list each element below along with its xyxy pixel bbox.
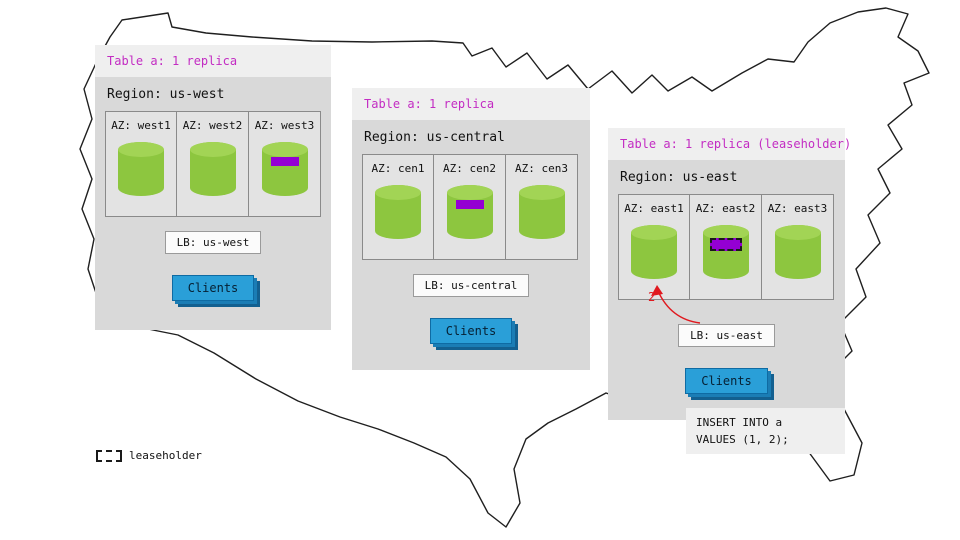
database-cylinder — [702, 225, 749, 279]
table-replica-header: Table a: 1 replica (leaseholder) — [608, 128, 851, 160]
az-box-east3: AZ: east3 — [762, 194, 834, 300]
az-box-east1: AZ: east1 — [618, 194, 690, 300]
az-label: AZ: west1 — [111, 119, 171, 132]
sql-line-2: VALUES (1, 2); — [696, 432, 789, 446]
load-balancer-us-central: LB: us-central — [412, 274, 530, 297]
legend: leaseholder — [96, 449, 202, 462]
az-box-west2: AZ: west2 — [177, 111, 249, 217]
clients-box: Clients — [685, 368, 768, 394]
load-balancer-us-west: LB: us-west — [164, 231, 262, 254]
replica-marker — [270, 157, 299, 166]
load-balancer-us-east: LB: us-east — [678, 324, 775, 347]
az-row: AZ: cen1 AZ: cen2 AZ: cen3 — [362, 154, 580, 260]
clients-box: Clients — [429, 318, 513, 344]
az-box-west1: AZ: west1 — [105, 111, 177, 217]
region-title: Region: us-east — [620, 170, 738, 185]
legend-label: leaseholder — [129, 449, 202, 462]
region-title: Region: us-west — [107, 87, 225, 102]
table-replica-header: Table a: 1 replica — [352, 88, 590, 120]
database-cylinder — [118, 142, 164, 196]
table-replica-header: Table a: 1 replica — [95, 45, 331, 77]
az-row: AZ: east1 AZ: east2 AZ: east3 — [618, 194, 835, 300]
insert-routing-arrow — [651, 285, 701, 324]
az-label: AZ: west3 — [254, 119, 315, 132]
az-label: AZ: east1 — [624, 202, 684, 215]
region-panel-us-west: Table a: 1 replica Region: us-west AZ: w… — [95, 45, 331, 330]
az-label: AZ: east2 — [695, 202, 756, 215]
clients-box: Clients — [171, 275, 255, 301]
value-annotation: 2 — [648, 290, 656, 304]
leaseholder-swatch-icon — [96, 449, 122, 462]
database-cylinder — [631, 225, 677, 279]
az-box-east2: AZ: east2 — [690, 194, 762, 300]
region-title: Region: us-central — [364, 130, 505, 145]
az-box-cen2: AZ: cen2 — [434, 154, 506, 260]
az-box-west3: AZ: west3 — [249, 111, 321, 217]
database-cylinder — [261, 142, 308, 196]
az-label: AZ: cen3 — [515, 162, 568, 175]
az-label: AZ: cen2 — [443, 162, 496, 175]
az-label: AZ: west2 — [182, 119, 243, 132]
database-cylinder — [375, 185, 421, 239]
database-cylinder — [774, 225, 821, 279]
az-box-cen1: AZ: cen1 — [362, 154, 434, 260]
region-panel-us-east: Table a: 1 replica (leaseholder) Region:… — [608, 128, 851, 420]
az-row: AZ: west1 AZ: west2 AZ: west3 — [105, 111, 321, 217]
region-panel-us-central: Table a: 1 replica Region: us-central AZ… — [352, 88, 590, 370]
az-label: AZ: cen1 — [371, 162, 425, 175]
database-cylinder — [518, 185, 565, 239]
az-label: AZ: east3 — [767, 202, 828, 215]
replica-marker — [455, 200, 484, 209]
az-box-cen3: AZ: cen3 — [506, 154, 578, 260]
leaseholder-marker — [709, 238, 742, 251]
sql-line-1: INSERT INTO a — [696, 416, 783, 429]
database-cylinder — [189, 142, 236, 196]
sql-insert-note: INSERT INTO a VALUES (1, 2); — [686, 408, 845, 454]
database-cylinder — [446, 185, 493, 239]
